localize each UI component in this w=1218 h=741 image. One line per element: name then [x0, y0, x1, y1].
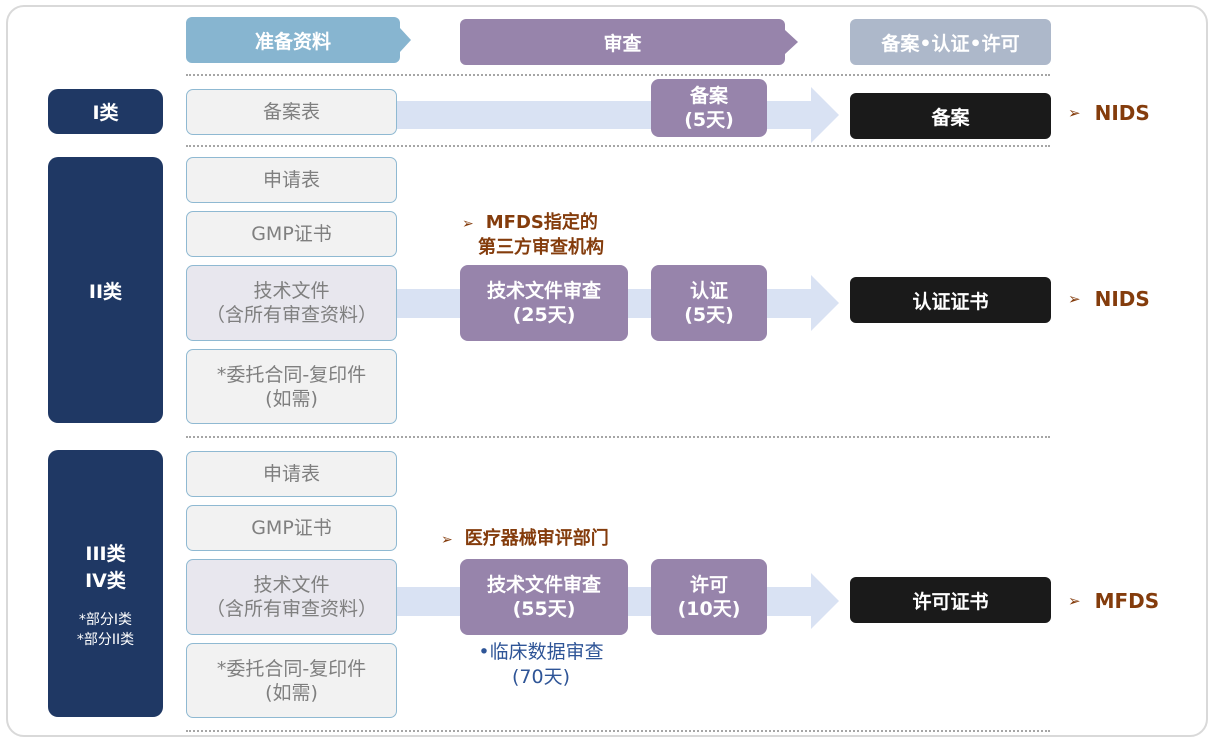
header-arrow-icon	[400, 28, 411, 52]
text: 技术文件	[253, 280, 330, 302]
text: *部分I类	[78, 611, 133, 628]
text: MFDS指定的	[485, 212, 598, 233]
class-2-label: II类	[48, 157, 163, 423]
text: *委托合同-复印件	[216, 363, 367, 386]
diagram-frame	[6, 5, 1208, 737]
review-permit: 许可(10天)	[651, 559, 767, 635]
divider	[186, 730, 1050, 732]
text: •临床数据审查	[478, 641, 604, 663]
result-permit-certificate: 许可证书	[850, 577, 1051, 623]
doc-contract-copy: *委托合同-复印件(如需)	[186, 643, 397, 718]
arrow-bullet-icon: ➢	[1068, 104, 1081, 122]
arrow-bullet-icon: ➢	[462, 216, 474, 232]
result-certificate: 认证证书	[850, 277, 1051, 323]
text: IV类	[85, 569, 126, 592]
text: III类	[85, 542, 126, 565]
review-technical-55: 技术文件审查(55天)	[460, 559, 628, 635]
text: (5天)	[684, 109, 734, 131]
doc-technical-file: 技术文件（含所有审查资料）	[186, 559, 397, 635]
class-2-text: II类	[88, 280, 123, 303]
org-text: NIDS	[1094, 287, 1150, 311]
flow-arrow-icon	[811, 87, 839, 143]
doc-application-form: 申请表	[186, 157, 397, 203]
text: (10天)	[677, 598, 741, 620]
divider	[186, 74, 1050, 76]
divider	[186, 436, 1050, 438]
doc-contract-copy: *委托合同-复印件(如需)	[186, 349, 397, 424]
text: (5天)	[684, 304, 734, 326]
text: (70天)	[511, 666, 570, 688]
flow-arrow-icon	[811, 275, 839, 331]
doc-technical-file: 技术文件（含所有审查资料）	[186, 265, 397, 341]
text: 技术文件审查	[486, 280, 601, 302]
class-1-label: I类	[48, 89, 163, 134]
text: 技术文件审查	[486, 574, 601, 596]
text: (55天)	[512, 598, 576, 620]
result-filing: 备案	[850, 93, 1051, 139]
header-arrow-icon	[785, 30, 798, 54]
org-nids: ➢ NIDS	[1068, 101, 1150, 125]
org-nids: ➢ NIDS	[1068, 287, 1150, 311]
org-text: MFDS	[1094, 589, 1160, 613]
text: (如需)	[265, 681, 318, 704]
text: 第三方审查机构	[478, 237, 604, 258]
doc-gmp-certificate: GMP证书	[186, 505, 397, 551]
org-text: NIDS	[1094, 101, 1150, 125]
text: *委托合同-复印件	[216, 657, 367, 680]
doc-gmp-certificate: GMP证书	[186, 211, 397, 257]
arrow-bullet-icon: ➢	[1068, 290, 1081, 308]
class-3-4-label: III类 IV类 *部分I类 *部分II类	[48, 450, 163, 717]
text: (25天)	[512, 304, 576, 326]
note-review-department: ➢ 医疗器械审评部门	[441, 527, 609, 552]
text: 医疗器械审评部门	[464, 528, 609, 549]
text: 备案	[689, 85, 728, 107]
clinical-data-review: •临床数据审查 (70天)	[466, 640, 616, 690]
text: 技术文件	[253, 574, 330, 596]
review-certification: 认证(5天)	[651, 265, 767, 341]
doc-filing-form: 备案表	[186, 89, 397, 135]
header-review: 审查	[460, 19, 785, 65]
arrow-bullet-icon: ➢	[441, 532, 453, 548]
header-prepare: 准备资料	[186, 17, 400, 63]
review-technical-25: 技术文件审查(25天)	[460, 265, 628, 341]
arrow-bullet-icon: ➢	[1068, 592, 1081, 610]
divider	[186, 145, 1050, 147]
review-filing: 备案(5天)	[651, 79, 767, 137]
text: *部分II类	[76, 631, 135, 648]
class-1-text: I类	[92, 102, 119, 124]
doc-application-form: 申请表	[186, 451, 397, 497]
flow-arrow-icon	[811, 573, 839, 629]
text: 许可	[689, 574, 728, 596]
header-result: 备案•认证•许可	[850, 19, 1051, 65]
text: 认证	[689, 280, 728, 302]
text: （含所有审查资料）	[205, 598, 377, 620]
org-mfds: ➢ MFDS	[1068, 589, 1159, 613]
text: （含所有审查资料）	[205, 304, 377, 326]
note-third-party: ➢ MFDS指定的第三方审查机构	[462, 211, 604, 260]
text: (如需)	[265, 387, 318, 410]
